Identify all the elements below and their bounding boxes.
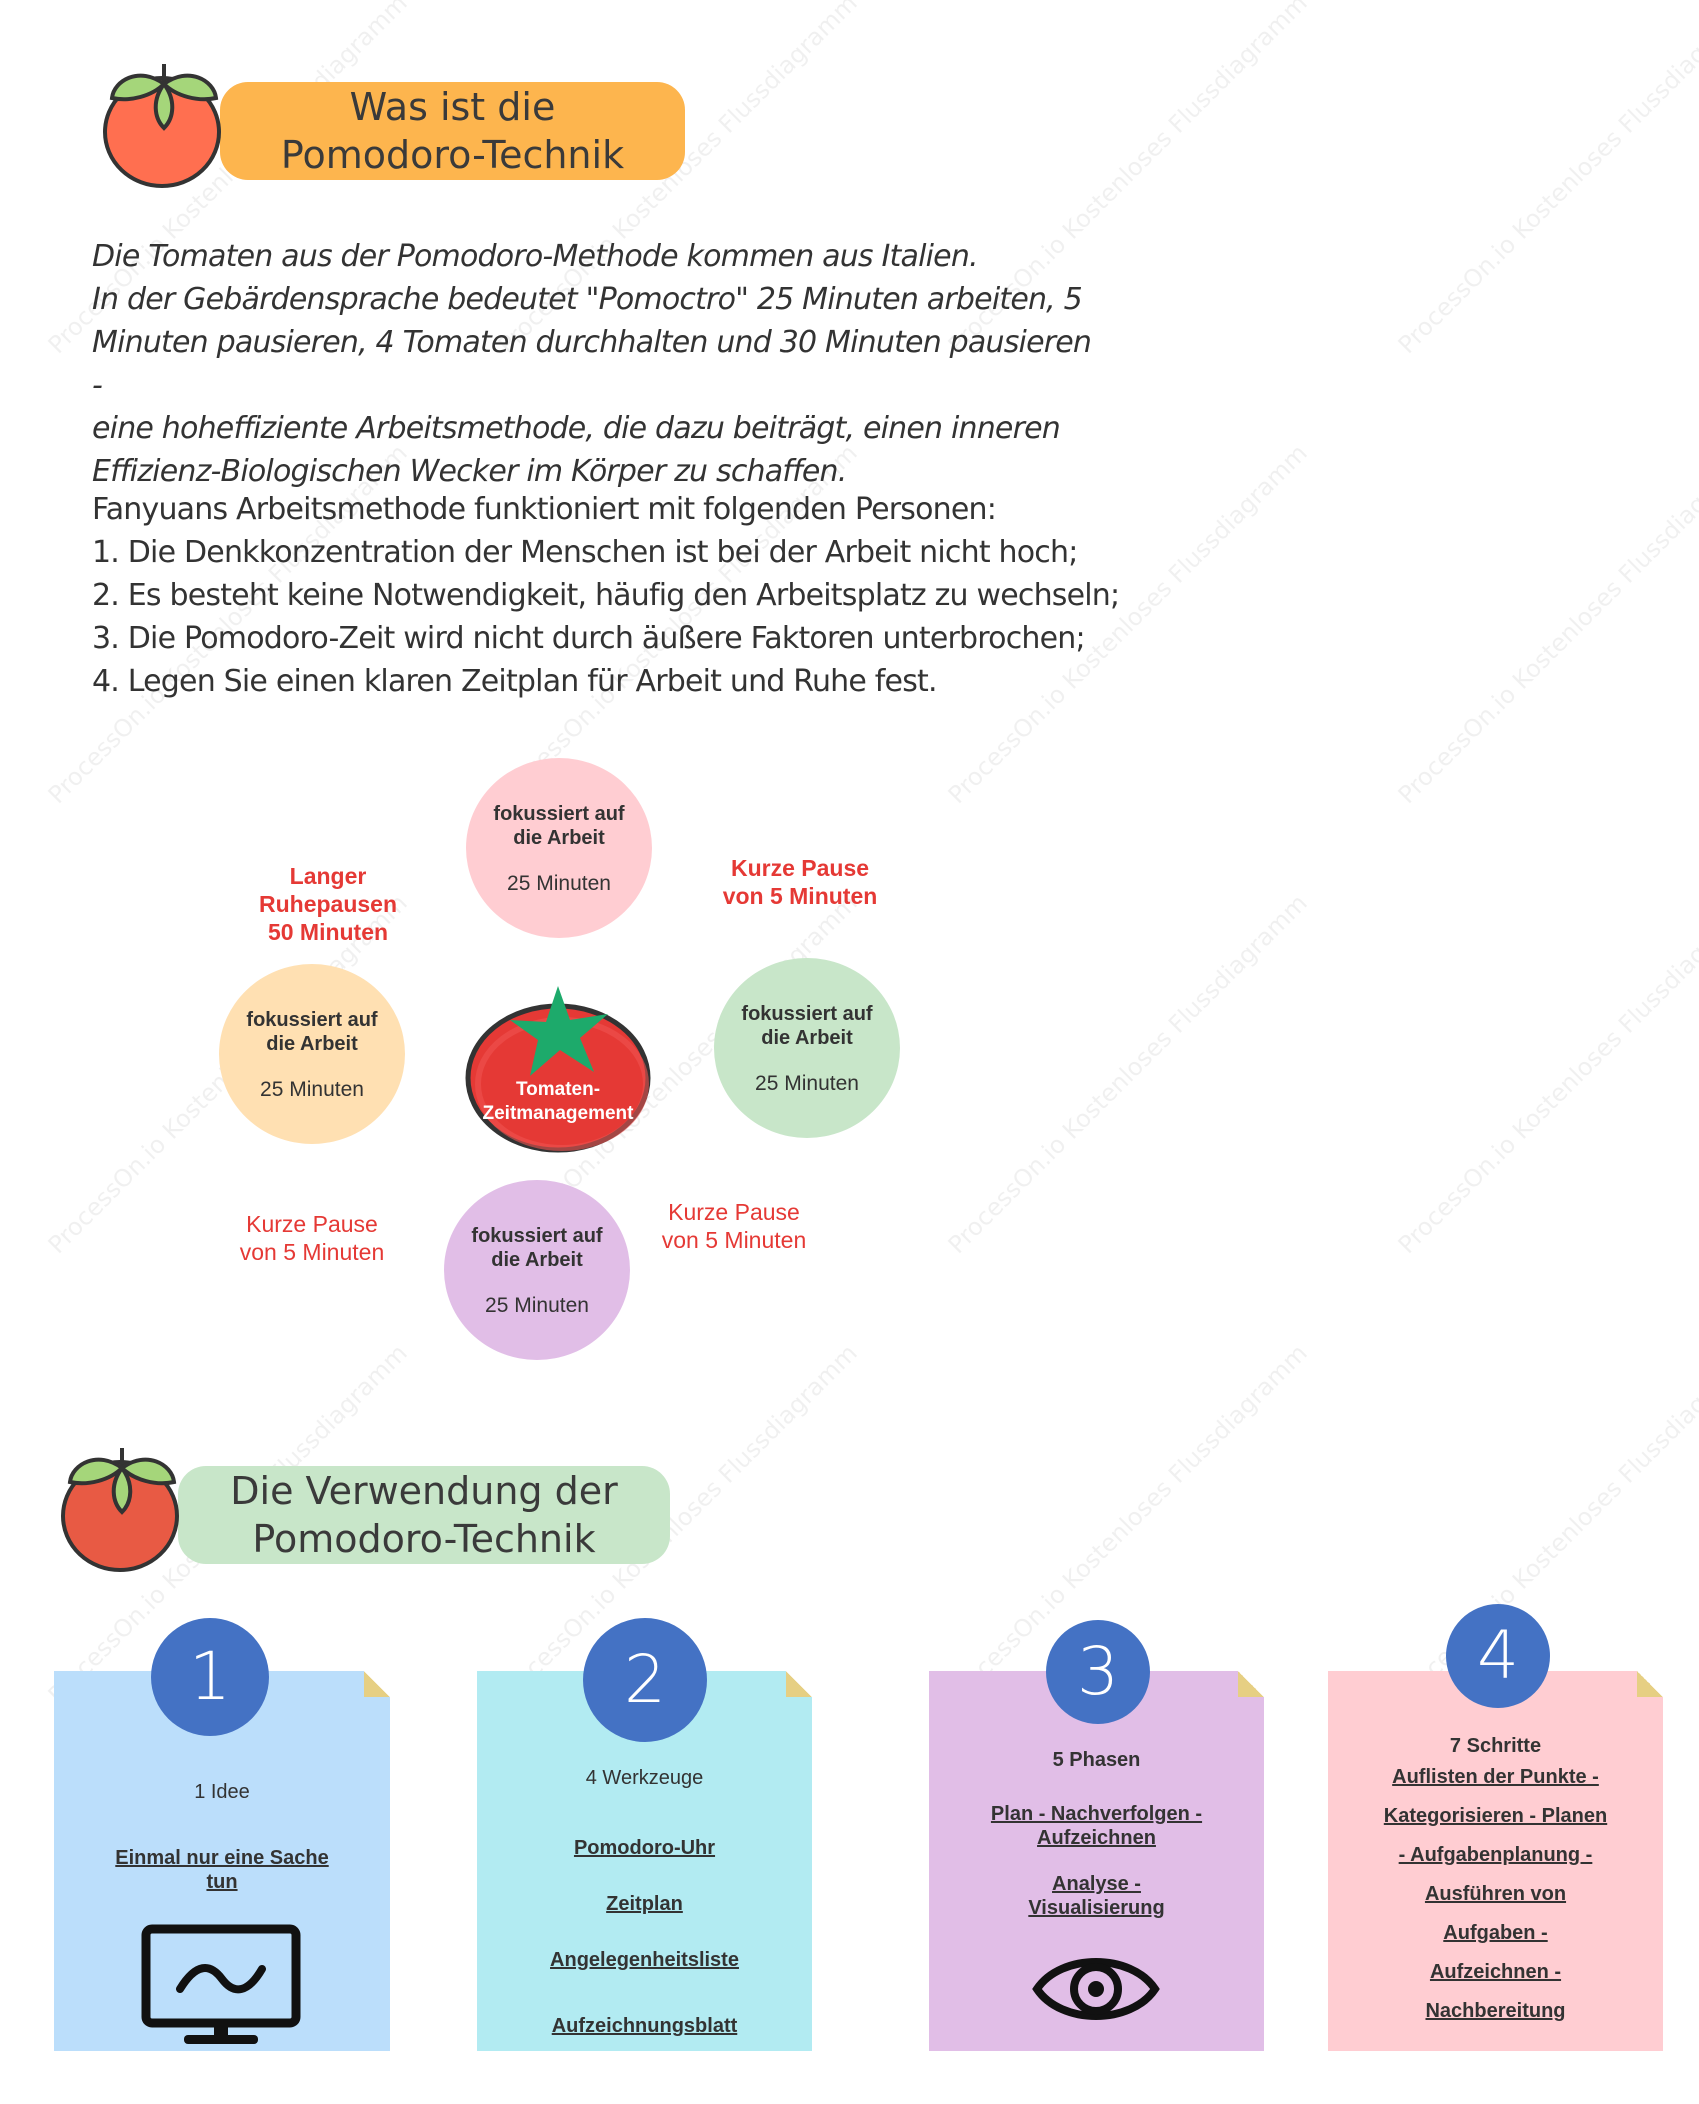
page-fold	[786, 1671, 812, 1697]
card-link[interactable]: Aufgaben -	[1443, 1922, 1548, 1944]
focus-duration: 25 Minuten	[485, 1294, 589, 1317]
criteria-line: 2. Es besteht keine Notwendigkeit, häufi…	[92, 578, 1120, 613]
page-fold	[1637, 1671, 1663, 1697]
card-link[interactable]: Visualisierung	[1028, 1897, 1165, 1919]
card-link[interactable]: Aufzeichnungsblatt	[551, 2015, 738, 2037]
watermark: ProcessOn.io Kostenloses Flussdiagramm	[1392, 438, 1699, 810]
card-link[interactable]: tun	[206, 1871, 238, 1893]
section1-title-line1: Was ist die	[349, 85, 556, 129]
page-fold	[364, 1671, 390, 1697]
intro-line: Die Tomaten aus der Pomodoro-Methode kom…	[92, 239, 979, 274]
card-heading: 1 Idee	[194, 1781, 250, 1803]
criteria-line: 4. Legen Sie einen klaren Zeitplan für A…	[92, 664, 938, 699]
criteria-line: Fanyuans Arbeitsmethode funktioniert mit…	[92, 492, 997, 527]
watermark: ProcessOn.io Kostenloses Flussdiagramm	[1392, 0, 1699, 360]
focus-duration: 25 Minuten	[260, 1078, 364, 1101]
card-heading: 7 Schritte	[1449, 1735, 1542, 1757]
center-tomato-icon	[465, 986, 651, 1153]
watermark: ProcessOn.io Kostenloses Flussdiagramm	[942, 888, 1313, 1260]
intro-line: Effizienz-Biologischen Wecker im Körper …	[92, 454, 847, 489]
focus-duration: 25 Minuten	[755, 1072, 859, 1095]
step-number-1: 1	[151, 1618, 269, 1736]
watermark: ProcessOn.io Kostenloses Flussdiagramm	[1392, 888, 1699, 1260]
card-link[interactable]: Aufzeichnen	[1037, 1827, 1156, 1849]
focus-label: fokussiert auf	[246, 1009, 378, 1031]
card-link[interactable]: - Aufgabenplanung -	[1398, 1844, 1593, 1866]
card-link[interactable]: Ausführen von	[1424, 1883, 1567, 1905]
card-link[interactable]: Nachbereitung	[1425, 2000, 1566, 2022]
focus-label: die Arbeit	[491, 1249, 583, 1271]
intro-line: eine hoheffiziente Arbeitsmethode, die d…	[92, 411, 1061, 446]
section2-title-line1: Die Verwendung der	[230, 1469, 618, 1513]
tomato-icon	[103, 64, 221, 188]
card-heading: 5 Phasen	[1052, 1749, 1141, 1771]
pause-short-bottom-right: Kurze Pause von 5 Minuten	[661, 1199, 807, 1253]
step-card-3: 5 Phasen Plan - Nachverfolgen - Aufzeich…	[929, 1671, 1264, 2051]
card-link[interactable]: Pomodoro-Uhr	[573, 1837, 716, 1859]
monitor-chart-icon	[141, 1924, 301, 2044]
criteria-line: 3. Die Pomodoro-Zeit wird nicht durch äu…	[92, 621, 1086, 656]
section2-title-line2: Pomodoro-Technik	[252, 1517, 596, 1561]
center-label: Tomaten- Zeitmanagement	[482, 1079, 634, 1124]
section2-title: Die Verwendung der Pomodoro-Technik	[178, 1466, 670, 1564]
section1-title-line2: Pomodoro-Technik	[280, 133, 625, 177]
criteria-line: 1. Die Denkkonzentration der Menschen is…	[92, 535, 1078, 570]
eye-icon	[1032, 1958, 1160, 2020]
card-link[interactable]: Zeitplan	[606, 1893, 683, 1915]
focus-duration: 25 Minuten	[507, 872, 611, 895]
intro-line: Minuten pausieren, 4 Tomaten durchhalten…	[92, 325, 1092, 403]
step-number-3: 3	[1046, 1620, 1150, 1724]
criteria-list: Fanyuans Arbeitsmethode funktioniert mit…	[92, 488, 1192, 703]
card-link[interactable]: Kategorisieren - Planen	[1383, 1805, 1608, 1827]
card-link[interactable]: Plan - Nachverfolgen -	[990, 1803, 1203, 1825]
pause-long: Langer Ruhepausen 50 Minuten	[258, 863, 398, 945]
intro-line: In der Gebärdensprache bedeutet "Pomoctr…	[92, 282, 1083, 317]
card-link[interactable]: Angelegenheitsliste	[550, 1949, 739, 1971]
focus-label: fokussiert auf	[493, 803, 625, 825]
step-card-4: 7 Schritte Auflisten der Punkte - Katego…	[1328, 1671, 1663, 2051]
focus-label: fokussiert auf	[741, 1003, 873, 1025]
step-number-2: 2	[583, 1618, 707, 1742]
pause-short-bottom-left: Kurze Pause von 5 Minuten	[239, 1211, 385, 1265]
pause-short-top-right: Kurze Pause von 5 Minuten	[722, 855, 878, 909]
focus-label: die Arbeit	[266, 1033, 358, 1055]
step-number-4: 4	[1446, 1604, 1550, 1708]
card-link[interactable]: Auflisten der Punkte -	[1392, 1766, 1599, 1788]
tomato-icon	[61, 1448, 179, 1572]
focus-label: die Arbeit	[513, 827, 605, 849]
intro-text: Die Tomaten aus der Pomodoro-Methode kom…	[92, 235, 1092, 493]
page-fold	[1238, 1671, 1264, 1697]
card-link[interactable]: Einmal nur eine Sache	[115, 1847, 329, 1869]
section1-title: Was ist die Pomodoro-Technik	[220, 82, 685, 180]
card-link[interactable]: Aufzeichnen -	[1429, 1961, 1562, 1983]
focus-label: fokussiert auf	[471, 1225, 603, 1247]
card-heading: 4 Werkzeuge	[585, 1767, 704, 1789]
focus-label: die Arbeit	[761, 1027, 853, 1049]
card-link[interactable]: Analyse -	[1052, 1873, 1141, 1895]
